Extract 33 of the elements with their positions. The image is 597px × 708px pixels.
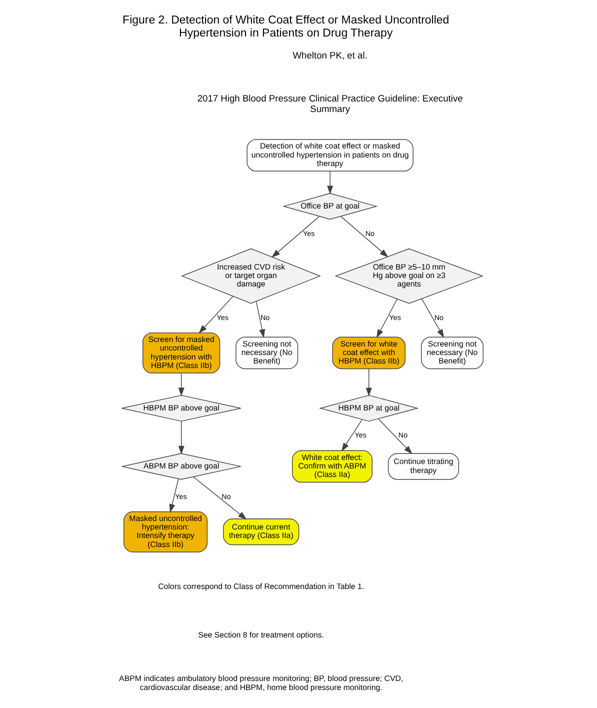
label: 2017 High Blood Pressure Clinical Practice Guideline: Executive Summary [196, 94, 462, 114]
node-box: Masked uncontrolled hypertension: Intensify therapy (Class IIb) [123, 511, 208, 552]
node-box: White coat effect: Confirm with ABPM (Class IIa) [292, 450, 372, 483]
label: Whelton PK, et al. [292, 50, 367, 61]
arrow [255, 301, 265, 338]
arrow [340, 419, 362, 452]
label: Colors correspond to Class of Recommendation in Table 1. [158, 582, 364, 592]
node-diamond: HBPM BP above goal [121, 394, 241, 422]
arrow [192, 476, 246, 520]
arrow [178, 372, 184, 396]
node-box: Screen for masked uncontrolled hypertension with HBPM (Class IIb) [142, 332, 220, 374]
node-box: Screening not necessary (No Benefit) [420, 336, 483, 370]
node-diamond: Office BP at goal [282, 193, 378, 220]
label: See Section 8 for treatment options. [198, 630, 324, 640]
node-box: Screen for white coat effect with HBPM (Class IIb) [332, 336, 406, 370]
arrow [376, 298, 398, 338]
node-box: Screening not necessary (No Benefit) [235, 336, 298, 370]
node-box: Detection of white coat effect or masked uncontrolled hypertension in patients on drug therapy [246, 139, 413, 172]
arrow [340, 216, 388, 258]
arrow [271, 216, 319, 258]
diagram-title: Figure 2. Detection of White Coat Effect or Masked Uncontrolled Hypertension in Patients on Drug Therapy [122, 14, 449, 40]
node-box: Continue current therapy (Class IIa) [222, 518, 299, 546]
arrow [198, 296, 233, 334]
node-diamond: HBPM BP at goal [318, 394, 418, 422]
arrow [326, 170, 333, 194]
node-box: Continue titrating therapy [387, 453, 459, 480]
arrow [178, 420, 184, 455]
arrow [168, 478, 178, 513]
node-diamond: ABPM BP above goal [121, 453, 241, 480]
arrow [420, 298, 444, 338]
arrow [378, 418, 412, 454]
arrow [365, 368, 372, 396]
label: ABPM indicates ambulatory blood pressure monitoring; BP, blood pressure; CVD, cardiovascular disease; and HBPM, home blood pressure monitoring. [118, 674, 403, 692]
